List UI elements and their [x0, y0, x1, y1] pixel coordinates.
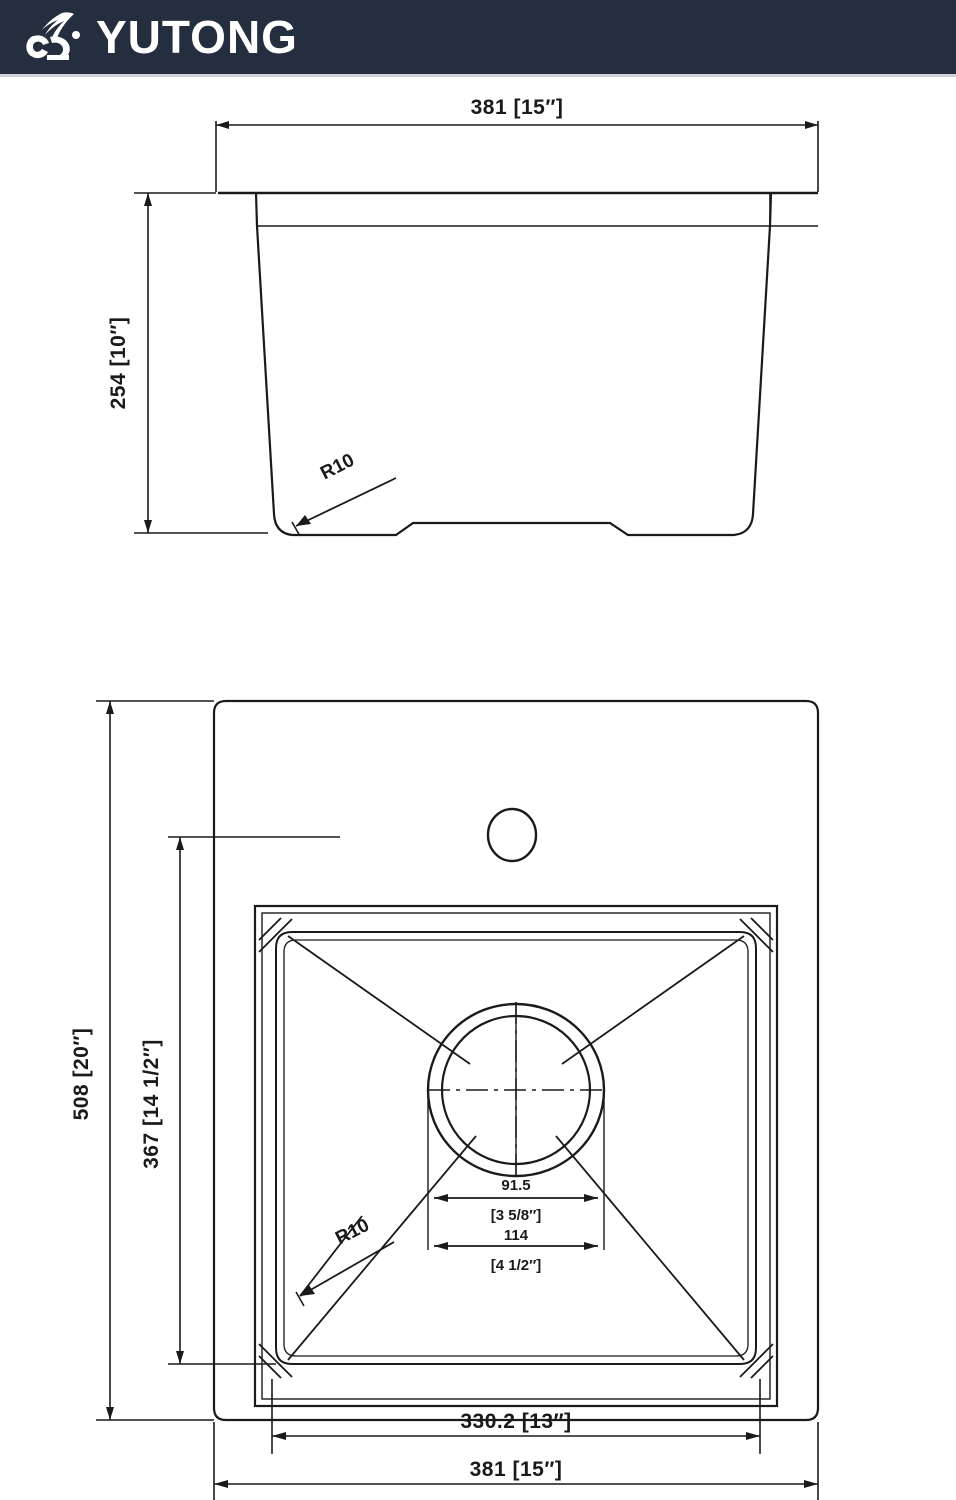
plan-basin-height-label: 367 [14 1/2″]	[140, 1039, 163, 1169]
dim-arrow-left	[216, 121, 229, 129]
technical-drawing-canvas: 381 [15″] 254 [10″] R10 508 [20″] 367 [1…	[0, 74, 956, 1500]
plan-basin-height-dimension	[168, 836, 340, 1365]
drain-center-in-label: [4 1/2″]	[491, 1257, 542, 1274]
plan-basin-flange-inner	[261, 912, 771, 1400]
elevation-width-dimension	[215, 121, 819, 192]
drain-dimension-extensions	[427, 1002, 605, 1250]
yutong-winged-mark-icon	[26, 12, 80, 60]
drain-offset-in-label: [3 5/8″]	[491, 1207, 542, 1224]
plan-basin-inner-wall	[275, 931, 757, 1365]
elevation-width-label: 381 [15″]	[471, 96, 564, 119]
top-plan-view	[96, 699, 820, 1500]
plan-basin-width-dimension	[271, 1379, 761, 1454]
header-divider	[0, 74, 956, 77]
drain-center-mm-label: 114	[504, 1227, 529, 1244]
plan-radius-label: R10	[332, 1215, 373, 1250]
plan-basin-flange	[253, 904, 779, 1408]
drain-offset-mm-label: 91.5	[501, 1177, 530, 1194]
dim-arrow-bottom	[144, 520, 152, 533]
plan-corner-fillets	[258, 917, 774, 1379]
plan-radius-callout	[295, 1215, 395, 1307]
dim-arrow-top	[144, 193, 152, 206]
plan-basin-width-label: 330.2 [13″]	[460, 1410, 571, 1433]
dim-arrow-right	[805, 121, 818, 129]
plan-overall-width-dimension	[213, 1422, 819, 1500]
elevation-basin-profile	[254, 192, 773, 537]
plan-overall-height-label: 508 [20″]	[70, 1028, 93, 1121]
faucet-hole-circle	[486, 807, 538, 863]
plan-deck-outline	[212, 699, 820, 1422]
brand-wordmark: YUTONG	[96, 11, 298, 63]
elevation-radius-label: R10	[317, 450, 358, 485]
elevation-height-dimension	[134, 192, 268, 534]
plan-basin-inner-wall-2	[283, 939, 749, 1357]
elevation-radius-callout	[291, 477, 397, 537]
plan-overall-height-dimension	[96, 700, 214, 1421]
front-elevation-view	[134, 121, 819, 537]
elevation-height-label: 254 [10″]	[107, 317, 130, 410]
brand-header: YUTONG	[0, 0, 956, 74]
plan-overall-width-label: 381 [15″]	[470, 1458, 563, 1481]
